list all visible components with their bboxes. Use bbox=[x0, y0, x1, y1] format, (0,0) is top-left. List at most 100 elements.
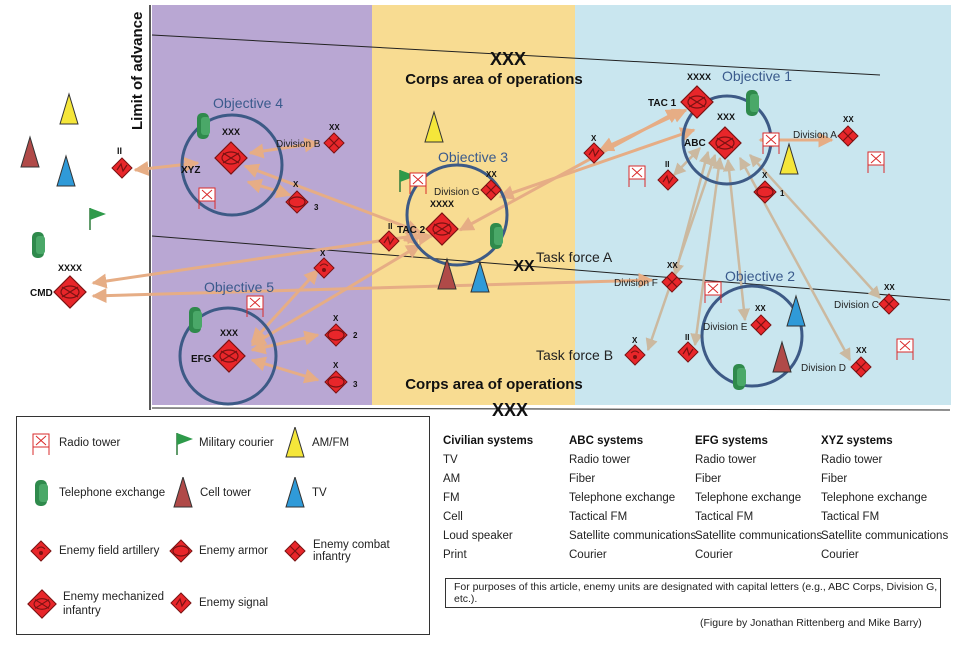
telephone-exchange-icon bbox=[32, 232, 45, 258]
systems-column-civilian: Civilian systems TV AM FM Cell Loud spea… bbox=[443, 432, 533, 565]
enemy-combat-infantry-icon bbox=[284, 540, 306, 562]
enemy-field-artillery-icon bbox=[30, 540, 52, 562]
systems-item: AM bbox=[443, 473, 461, 485]
tv-icon bbox=[56, 155, 76, 187]
tac2-label: TAC 2 bbox=[397, 225, 426, 236]
systems-item: Radio tower bbox=[569, 454, 631, 466]
systems-item: Fiber bbox=[695, 473, 722, 485]
echelon-ii-label: II bbox=[665, 160, 669, 169]
efg-label: EFG bbox=[191, 354, 212, 365]
arrow bbox=[250, 356, 320, 384]
arrow bbox=[402, 230, 434, 246]
military-courier-icon bbox=[176, 432, 193, 455]
enemy-mechanized-infantry-icon bbox=[27, 589, 57, 619]
systems-table: Civilian systems TV AM FM Cell Loud spea… bbox=[440, 432, 950, 572]
legend-label: Enemy field artillery bbox=[59, 545, 160, 557]
systems-item: Tactical FM bbox=[569, 511, 628, 523]
telephone-exchange-icon bbox=[490, 223, 503, 249]
echelon-x-label: X bbox=[320, 249, 326, 258]
legend-enemy-signal: Enemy signal bbox=[169, 591, 268, 615]
systems-item: Fiber bbox=[569, 473, 596, 485]
legend-military-courier: Military courier bbox=[169, 431, 274, 455]
echelon-x-label: X bbox=[762, 171, 768, 180]
objective-1-label: Objective 1 bbox=[722, 68, 792, 84]
legend-enemy-combat-infantry: Enemy combat infantry bbox=[283, 539, 429, 563]
division-a-label: Division A bbox=[793, 130, 837, 141]
division-f-label: Division F bbox=[614, 278, 658, 289]
radio-tower-icon bbox=[32, 433, 50, 455]
cmd-mech-infantry-icon bbox=[53, 275, 87, 309]
abc-echelon-label: XXX bbox=[717, 112, 735, 122]
division-b-label: Division B bbox=[276, 139, 321, 150]
objective-3-label: Objective 3 bbox=[438, 149, 508, 165]
legend-label: AM/FM bbox=[312, 437, 350, 449]
cmd-echelon-label: XXXX bbox=[58, 263, 82, 273]
figure-credit: (Figure by Jonathan Rittenberg and Mike … bbox=[700, 617, 922, 629]
corps-bottom-boundary bbox=[151, 407, 951, 411]
legend-enemy-field-artillery: Enemy field artillery bbox=[29, 539, 159, 563]
systems-item: Loud speaker bbox=[443, 530, 513, 542]
unit-number-1: 1 bbox=[780, 189, 785, 198]
systems-column-abc: ABC systems Radio tower Fiber Telephone … bbox=[569, 432, 696, 565]
echelon-x-label: X bbox=[293, 180, 299, 189]
objective-4-label: Objective 4 bbox=[213, 95, 283, 111]
legend-label: Enemy mechanized infantry bbox=[63, 591, 164, 617]
division-b-echelon: XX bbox=[329, 123, 340, 132]
corps-area-top-label: Corps area of operations bbox=[405, 71, 583, 88]
unit-number-3: 3 bbox=[314, 203, 319, 212]
xyz-echelon-label: XXX bbox=[222, 127, 240, 137]
telephone-exchange-icon bbox=[746, 90, 759, 116]
systems-item: Telephone exchange bbox=[695, 492, 802, 504]
task-force-a-label: Task force A bbox=[536, 249, 613, 265]
xx-center-label: XX bbox=[513, 258, 535, 275]
objective-4-circle bbox=[180, 113, 284, 217]
task-force-b-label: Task force B bbox=[536, 347, 613, 363]
systems-item: Fiber bbox=[821, 473, 848, 485]
legend-label: TV bbox=[312, 487, 327, 499]
arrow bbox=[133, 157, 200, 176]
telephone-exchange-icon bbox=[197, 113, 210, 139]
objective-2-circle bbox=[700, 284, 804, 388]
echelon-ii-label: II bbox=[117, 146, 122, 156]
military-courier-icon bbox=[89, 207, 107, 231]
division-c-label: Division C bbox=[834, 300, 879, 311]
systems-item: Tactical FM bbox=[695, 511, 754, 523]
division-d-echelon: XX bbox=[856, 346, 867, 355]
abc-label: ABC bbox=[684, 138, 706, 149]
systems-item: Courier bbox=[569, 549, 607, 561]
cell-tower-icon bbox=[173, 477, 193, 508]
division-g-echelon: XX bbox=[486, 170, 497, 179]
enemy-armor-icon bbox=[169, 539, 193, 563]
systems-column-title: ABC systems bbox=[569, 435, 644, 447]
objective-2-label: Objective 2 bbox=[725, 268, 795, 284]
arrow bbox=[671, 150, 712, 277]
legend-label: Cell tower bbox=[200, 487, 252, 499]
yellow-zone bbox=[372, 5, 575, 405]
systems-item: FM bbox=[443, 492, 460, 504]
legend-label: Enemy signal bbox=[199, 597, 269, 609]
legend-enemy-armor: Enemy armor bbox=[169, 539, 268, 563]
systems-column-title: EFG systems bbox=[695, 435, 768, 447]
corps-top-boundary bbox=[151, 34, 881, 76]
am-fm-icon bbox=[59, 93, 79, 125]
legend-cell-tower: Cell tower bbox=[172, 477, 251, 509]
legend-enemy-mechanized-infantry: Enemy mechanized infantry bbox=[27, 589, 167, 619]
division-a-echelon: XX bbox=[843, 115, 854, 124]
legend-am-fm: AM/FM bbox=[284, 427, 349, 459]
unit-number-3: 3 bbox=[353, 380, 358, 389]
efg-echelon-label: XXX bbox=[220, 328, 238, 338]
systems-item: Print bbox=[443, 549, 467, 561]
objective-3-circle bbox=[405, 163, 509, 267]
legend-label: Military courier bbox=[199, 437, 274, 449]
systems-item: TV bbox=[443, 454, 458, 466]
systems-item: Radio tower bbox=[695, 454, 757, 466]
telephone-exchange-icon bbox=[189, 307, 202, 333]
division-c-echelon: XX bbox=[884, 283, 895, 292]
legend-label: Enemy combat infantry bbox=[313, 539, 390, 563]
systems-item: Courier bbox=[695, 549, 733, 561]
systems-item: Satellite communications bbox=[695, 530, 823, 542]
systems-column-title: Civilian systems bbox=[443, 435, 534, 447]
tv-icon bbox=[285, 477, 305, 508]
objective-5-label: Objective 5 bbox=[204, 279, 274, 295]
